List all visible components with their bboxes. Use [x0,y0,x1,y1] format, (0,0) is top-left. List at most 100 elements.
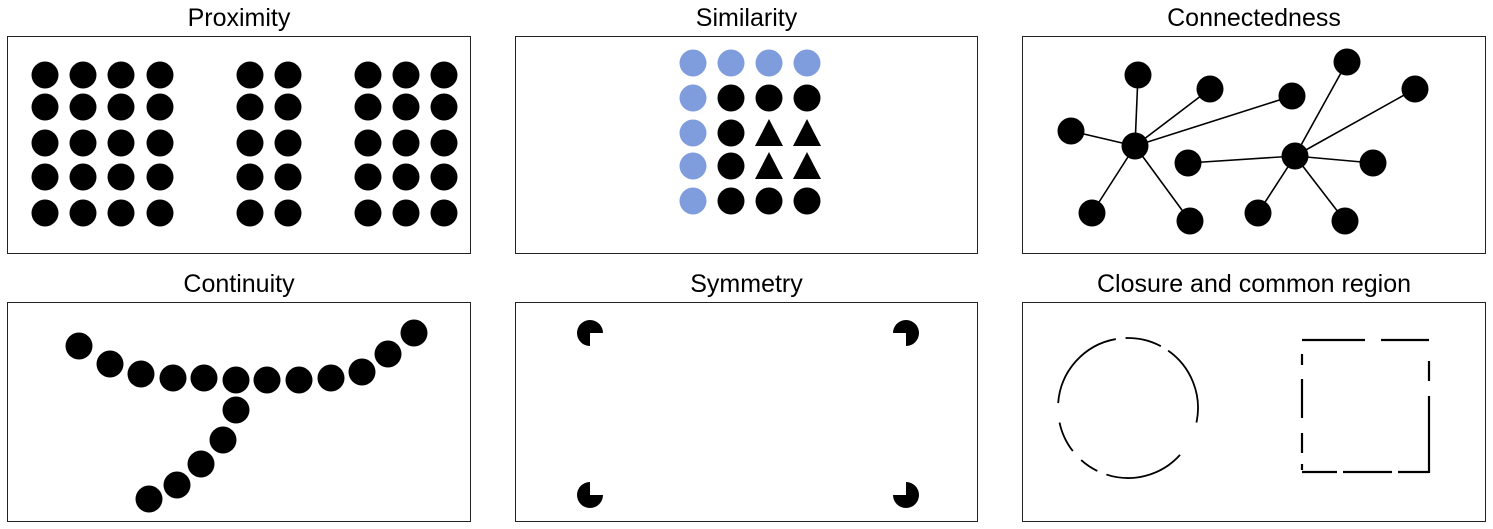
similarity-dot [755,187,783,215]
continuity-dot [209,426,237,454]
continuity-dot [222,366,250,394]
panel-frame [7,302,471,522]
circle-arc-segment [1080,459,1098,472]
proximity-dot [430,61,458,89]
proximity-dot [107,93,135,121]
similarity-dot-blue [679,187,707,215]
similarity-dot [793,187,821,215]
proximity-dot [236,163,264,191]
proximity-dot [392,61,420,89]
closure-figure [1057,337,1431,479]
proximity-dot [236,129,264,157]
proximity-dot [354,199,382,227]
proximity-dot [69,129,97,157]
connector-line [1294,88,1416,157]
proximity-dot [236,61,264,89]
pacman-shape [577,482,603,508]
connector-line [1294,155,1346,222]
panel-continuity: Continuity [7,266,471,524]
proximity-dot [354,93,382,121]
leaf-node [1244,199,1272,227]
similarity-dot-blue [793,49,821,77]
continuity-dot [400,319,428,347]
continuity-dot [159,364,187,392]
similarity-dot [755,84,783,112]
pacman-shape [577,320,603,346]
continuity-dot [135,485,163,513]
similarity-triangle [755,152,783,179]
leaf-node [1196,75,1224,103]
proximity-dot [392,163,420,191]
panel-title: Similarity [695,4,798,32]
similarity-dot-blue [717,49,745,77]
proximity-dot [430,93,458,121]
continuity-dot [285,366,313,394]
leaf-node [1278,82,1306,110]
continuity-dot [65,332,93,360]
continuity-dot [222,396,250,424]
similarity-dot [717,84,745,112]
similarity-dot-blue [755,49,783,77]
leaf-node [1333,48,1361,76]
proximity-dot [236,93,264,121]
panel-title: Proximity [187,4,291,32]
proximity-dot [107,199,135,227]
proximity-dot [274,129,302,157]
proximity-dot [430,199,458,227]
similarity-triangle [793,152,821,179]
leaf-node [1331,207,1359,235]
proximity-dot [392,93,420,121]
proximity-dot [430,163,458,191]
proximity-dot [69,61,97,89]
proximity-dot [146,61,174,89]
continuity-dot [187,450,215,478]
continuity-dot [190,364,218,392]
connector-line [1294,61,1348,157]
continuity-dot [163,471,191,499]
connectedness-figure [1057,48,1429,235]
hub-node [1281,142,1309,170]
proximity-dot [31,61,59,89]
panel-frame [7,36,471,254]
proximity-dot [107,163,135,191]
panel-closure: Closure and common region [1022,266,1486,524]
proximity-dot [31,129,59,157]
circle-arc-segment [1125,337,1162,347]
leaf-node [1078,199,1106,227]
hub-node [1121,132,1149,160]
proximity-dot [236,199,264,227]
proximity-dot [146,163,174,191]
continuity-figure [65,319,428,513]
panel-frame [515,36,978,254]
continuity-dot [317,364,345,392]
proximity-dot [274,61,302,89]
proximity-dot [354,163,382,191]
continuity-dot [253,366,281,394]
continuity-dot [374,340,402,368]
panel-title: Closure and common region [1096,270,1412,298]
proximity-figure [31,61,458,227]
similarity-figure [679,49,821,215]
continuity-dot [348,358,376,386]
proximity-dot [69,199,97,227]
similarity-dot [793,84,821,112]
similarity-dot [717,152,745,180]
panel-frame [1022,36,1486,254]
proximity-dot [146,129,174,157]
similarity-dot-blue [679,49,707,77]
panel-frame [1022,302,1486,522]
proximity-dot [274,163,302,191]
continuity-dot [96,350,124,378]
circle-arc-segment [1167,349,1199,423]
panel-symmetry: Symmetry [515,266,978,524]
proximity-dot [107,129,135,157]
proximity-dot [31,199,59,227]
similarity-triangle [755,119,783,146]
connector-line [1134,95,1293,147]
panel-similarity: Similarity [515,0,978,256]
leaf-node [1174,149,1202,177]
proximity-dot [69,93,97,121]
proximity-dot [354,61,382,89]
similarity-dot [717,119,745,147]
similarity-dot [717,187,745,215]
